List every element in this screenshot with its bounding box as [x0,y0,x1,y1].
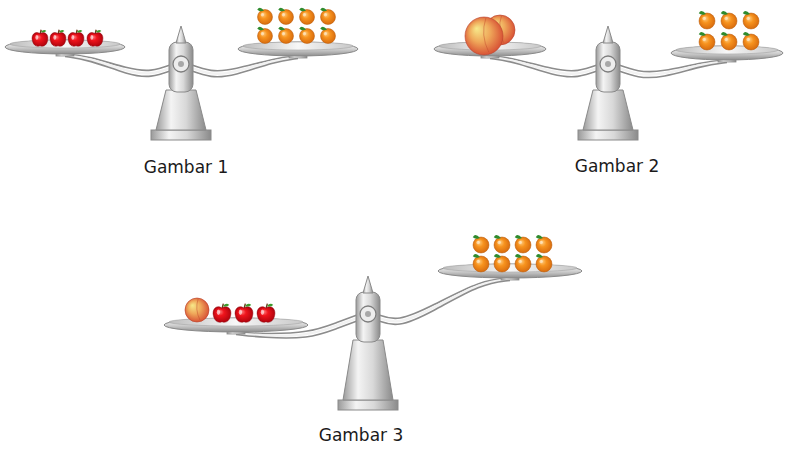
scale-body [343,340,393,400]
orange [278,8,293,25]
orange [699,32,715,50]
scale-finial [363,276,373,293]
peach [465,17,503,55]
scale-arm [189,58,298,76]
orange [473,235,489,253]
apple [87,30,103,46]
scale-arm [616,60,727,72]
figure-caption: Gambar 1 [144,157,229,177]
apple [50,30,66,46]
orange [515,254,531,272]
orange [699,11,715,29]
orange [743,32,759,50]
orange [299,27,314,44]
orange [299,8,314,25]
apple [213,304,231,323]
scale-pivot [360,306,376,322]
pan-dish [438,264,582,278]
scale-arm [376,279,510,321]
scale-foot [578,130,638,140]
scale-body [156,90,206,130]
fruit-layer [32,8,759,323]
scale-pivot-pin [178,61,184,67]
orange [473,254,489,272]
orange [494,235,510,253]
scale-arm [490,58,600,76]
scale-foot [151,130,211,140]
orange [320,27,335,44]
orange [257,8,272,25]
apple [257,304,275,323]
scale-finial [176,26,186,43]
scale-pivot [173,56,189,72]
pan-dish [164,318,308,332]
apple [235,304,253,323]
figure-caption: Gambar 2 [575,156,660,176]
orange [721,32,737,50]
scale-pillar [596,42,620,92]
apple [32,30,48,46]
pan-dish [238,42,358,56]
balance-scale [164,264,582,410]
scale-pivot-pin [365,311,371,317]
scale-arm [65,56,173,76]
scale-arm [616,61,727,74]
scale-arm [616,62,727,77]
orange [721,11,737,29]
peach [185,298,209,322]
figure-caption: Gambar 3 [319,425,404,445]
balance-scale [5,26,358,140]
orange [515,235,531,253]
scale-pivot-pin [605,61,611,67]
scale-pillar [356,292,380,342]
apple [68,30,84,46]
scale-pivot [600,56,616,72]
scale-foot [338,400,398,410]
orange [320,8,335,25]
scale-arm [376,280,510,324]
orange [743,11,759,29]
pan-surface [243,42,353,50]
orange [536,254,552,272]
orange [536,235,552,253]
orange [278,27,293,44]
scale-body [583,90,633,130]
orange [257,27,272,44]
scale-pillar [169,42,193,92]
scale-finial [603,26,613,43]
orange [494,254,510,272]
